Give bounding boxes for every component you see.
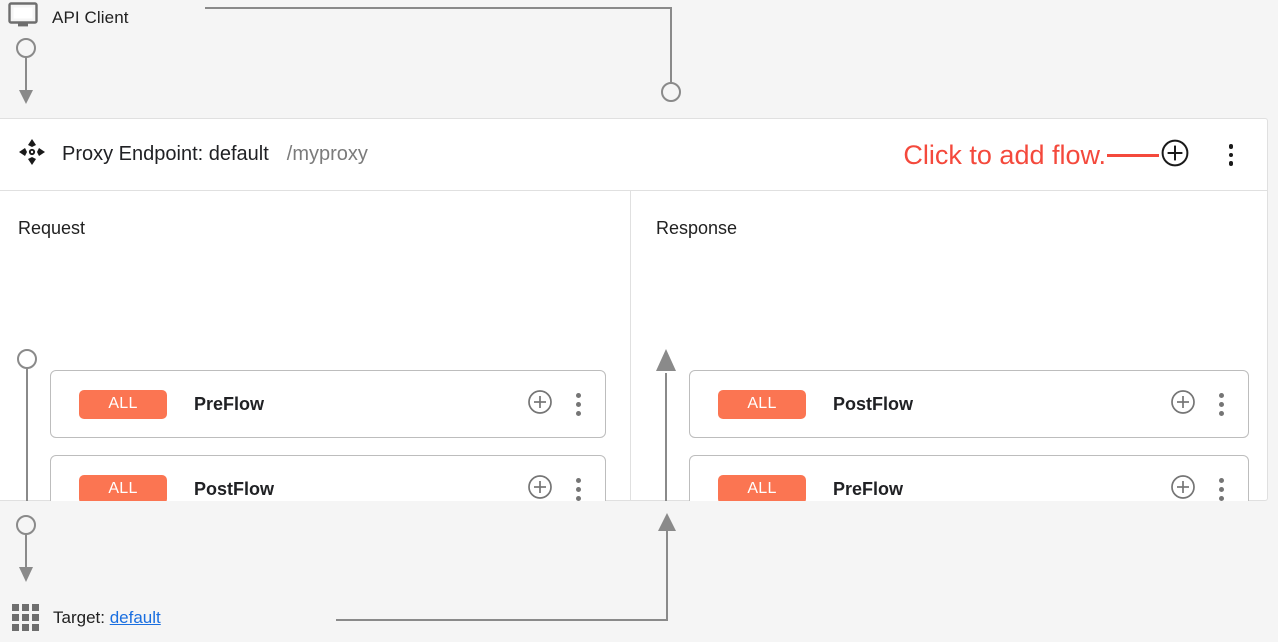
proxy-header-actions: Click to add flow. — [903, 119, 1267, 191]
response-column-title: Response — [656, 218, 738, 238]
proxy-endpoint-header: Proxy Endpoint: default /myproxy Click t… — [0, 119, 1267, 191]
target-row: Target: default — [12, 604, 161, 631]
move-drag-icon[interactable] — [18, 138, 46, 171]
flow-menu-button[interactable] — [565, 392, 591, 416]
proxy-endpoint-path: /myproxy — [286, 143, 368, 165]
request-column: Request ALL PreFlow — [0, 191, 631, 523]
add-step-button[interactable] — [1170, 389, 1196, 420]
kebab-dot — [575, 486, 581, 492]
kebab-dot — [1228, 161, 1234, 166]
kebab-dot — [1218, 477, 1224, 483]
flow-name: PostFlow — [194, 478, 274, 499]
kebab-dot — [1218, 486, 1224, 492]
kebab-dot — [575, 477, 581, 483]
flow-badge: ALL — [718, 474, 806, 504]
flow-name: PostFlow — [833, 393, 913, 414]
kebab-dot — [575, 392, 581, 398]
flow-card[interactable]: ALL PreFlow — [50, 370, 606, 438]
target-label: Target: default — [53, 608, 161, 628]
kebab-dot — [575, 495, 581, 501]
proxy-endpoint-title: Proxy Endpoint: default — [62, 143, 269, 165]
kebab-dot — [1218, 495, 1224, 501]
request-column-title: Request — [18, 218, 86, 238]
kebab-dot — [575, 401, 581, 407]
add-step-button[interactable] — [1170, 474, 1196, 505]
kebab-dot — [1228, 152, 1234, 158]
flow-badge: ALL — [718, 389, 806, 419]
proxy-endpoint-menu-button[interactable] — [1218, 144, 1244, 166]
add-step-button[interactable] — [527, 474, 553, 505]
add-flow-button[interactable] — [1160, 138, 1190, 173]
api-client-row: API Client — [8, 2, 129, 33]
target-label-text: Target: — [53, 607, 105, 627]
target-name-link[interactable]: default — [109, 607, 161, 627]
add-step-button[interactable] — [527, 389, 553, 420]
flow-name: PreFlow — [833, 478, 904, 499]
kebab-dot — [1218, 392, 1224, 398]
top-connector-lines — [16, 7, 681, 104]
kebab-dot — [1218, 401, 1224, 407]
flow-menu-button[interactable] — [1208, 477, 1234, 501]
flow-badge: ALL — [79, 389, 167, 419]
flow-menu-button[interactable] — [1208, 392, 1234, 416]
response-column: Response ALL PostFlow — [631, 191, 1267, 523]
api-client-band: API Client — [0, 0, 1278, 118]
flow-columns: Request ALL PreFlow — [0, 191, 1267, 523]
kebab-dot — [1228, 144, 1234, 149]
flow-card[interactable]: ALL PostFlow — [689, 370, 1249, 438]
annotation-pointer-line — [1107, 153, 1159, 157]
target-band — [0, 501, 1278, 642]
grid-dots-icon — [12, 604, 39, 631]
flow-badge: ALL — [79, 474, 167, 504]
monitor-icon — [8, 2, 38, 33]
bottom-connector-lines — [16, 513, 676, 621]
kebab-dot — [575, 410, 581, 416]
api-client-label: API Client — [52, 7, 129, 27]
flow-name: PreFlow — [194, 393, 265, 414]
add-flow-annotation: Click to add flow. — [903, 139, 1106, 170]
kebab-dot — [1218, 410, 1224, 416]
flow-menu-button[interactable] — [565, 477, 591, 501]
proxy-endpoint-panel: Proxy Endpoint: default /myproxy Click t… — [0, 118, 1268, 523]
